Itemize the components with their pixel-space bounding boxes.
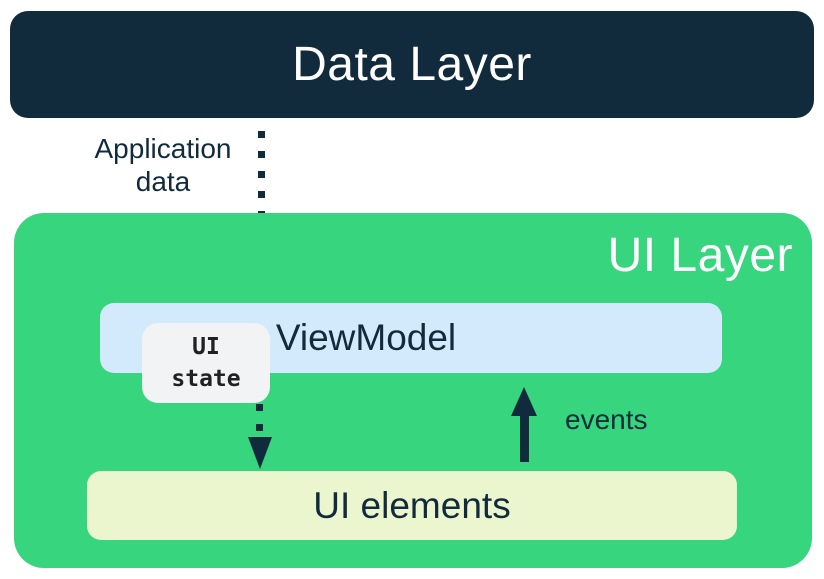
ui-state-chip-line2: state: [171, 366, 241, 392]
ui-state-dotted-arrow-line: [256, 404, 263, 435]
ui-elements-label: UI elements: [313, 484, 511, 526]
ui-elements-box: UI elements: [87, 471, 737, 540]
events-arrow-shaft: [520, 412, 529, 462]
ui-state-arrowhead-icon: [248, 437, 272, 469]
events-arrowhead-icon: [511, 387, 537, 416]
application-data-label: Application data: [68, 132, 258, 198]
viewmodel-label: ViewModel: [275, 317, 457, 358]
application-data-label-line1: Application: [94, 133, 232, 164]
data-layer-box: Data Layer: [10, 11, 814, 118]
ui-layer-label: UI Layer: [607, 229, 793, 282]
data-layer-label: Data Layer: [292, 38, 532, 91]
application-data-dotted-arrow-line: [258, 131, 265, 265]
events-label: events: [565, 404, 648, 435]
application-data-label-line2: data: [135, 166, 191, 197]
ui-state-chip-line1: UI: [192, 334, 220, 360]
ui-state-chip: UI state: [142, 323, 270, 403]
